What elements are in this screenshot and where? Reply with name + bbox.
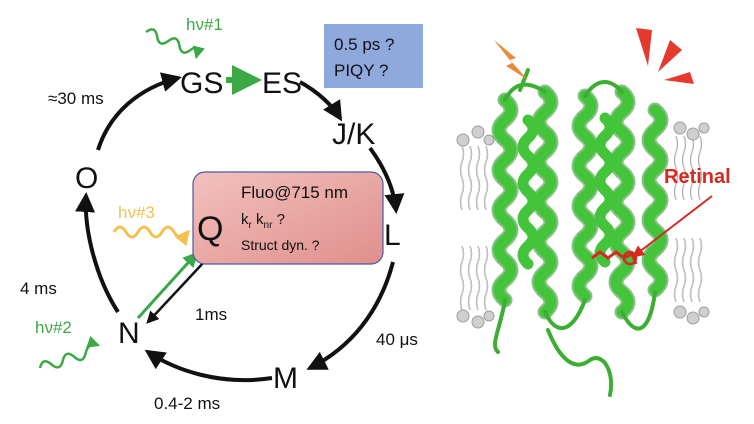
membrane-left (456, 125, 495, 329)
state-o: O (75, 162, 98, 195)
arrow-l-to-m (306, 261, 395, 370)
lightning-icon (494, 40, 528, 80)
q-info-box (192, 171, 384, 265)
q-box-struct-text: Struct dyn. ? (241, 237, 320, 253)
arrow-m-to-n (144, 349, 273, 383)
photon-hv1-label: hν#1 (186, 15, 223, 34)
time-l-to-m: 40 μs (376, 330, 418, 349)
state-n: N (118, 317, 140, 350)
rate-question: ? (272, 211, 285, 228)
time-n-to-o: 4 ms (20, 279, 57, 298)
retinal-ring (622, 250, 638, 266)
time-o-to-gs: ≈30 ms (48, 89, 104, 108)
arrow-n-to-o (75, 192, 120, 314)
emission-rays-icon (636, 28, 694, 84)
retinal-pointer-arrow (632, 195, 713, 258)
photon-hv2-label: hν#2 (35, 318, 72, 337)
arrow-o-to-gs (96, 72, 182, 151)
state-m: M (273, 362, 298, 395)
membrane-right (673, 121, 710, 325)
arrow-n-to-q (136, 251, 199, 320)
state-l: L (384, 219, 401, 252)
state-jk: J/K (332, 118, 375, 151)
es-info-box (324, 24, 423, 88)
time-q-to-n: 1ms (195, 305, 227, 324)
retinal-label: Retinal (664, 166, 731, 188)
rate-k-radiative: k (241, 211, 249, 228)
wave-hv1-icon (145, 28, 205, 60)
q-box-rates-text: kr knr ? (241, 211, 285, 231)
blue-box-line2: PIQY ? (334, 61, 389, 80)
blue-box-line1: 0.5 ps ? (334, 35, 395, 54)
arrow-jk-to-l (368, 146, 405, 214)
protein-helices (491, 68, 669, 397)
q-box-fluo-text: Fluo@715 nm (241, 183, 348, 202)
rate-k-nonradiative: k (252, 211, 264, 228)
retinal-chromophore (591, 250, 638, 265)
time-m-to-n: 0.4-2 ms (154, 394, 220, 413)
rate-r-subscript: r (249, 220, 253, 231)
arrow-q-to-n (146, 261, 205, 324)
photon-hv3-label: hν#3 (118, 203, 155, 222)
arrow-es-to-jk (299, 80, 343, 122)
wave-hv2-icon (38, 335, 101, 369)
rate-nr-subscript: nr (264, 220, 274, 231)
state-gs: GS (180, 67, 223, 100)
state-es: ES (262, 67, 302, 100)
state-q: Q (197, 210, 223, 248)
wave-hv3-icon (112, 225, 190, 247)
